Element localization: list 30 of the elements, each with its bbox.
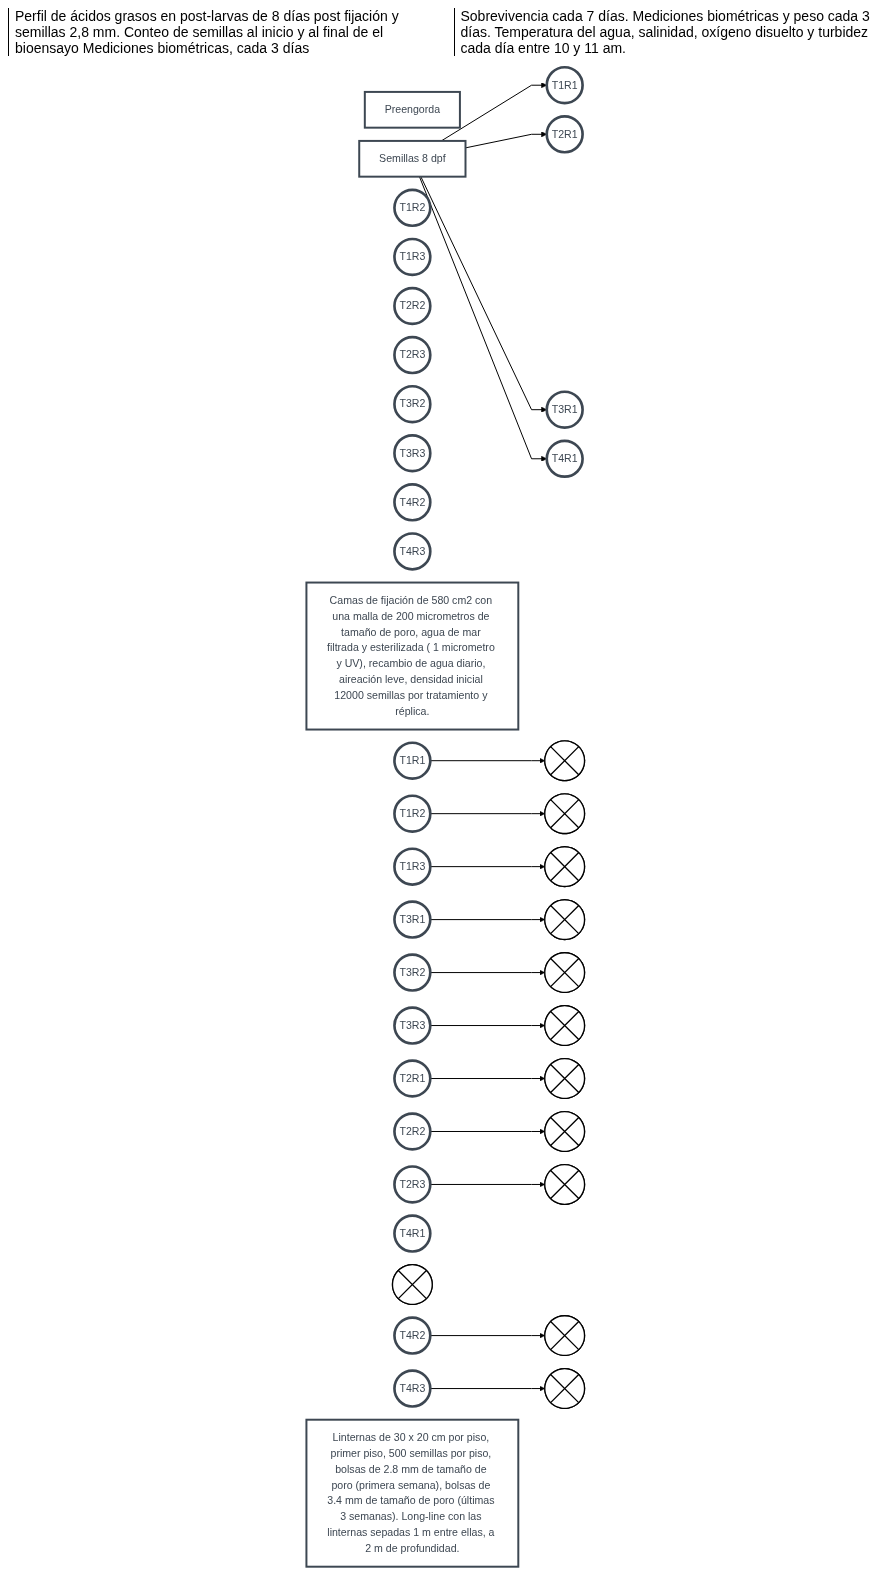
node-circle: T2R1 (393, 1059, 432, 1098)
node-circle: T3R3 (393, 434, 432, 473)
node-box: Camas de fijación de 580 cm2 con una malla de 200 micrometros de tamaño de poro, agua de mar filtrada y esterilizada ( 1 micrometro y UV), recambio de agua diario, aireación leve, densidad inicial 12000 semillas por tratamiento y réplica. (305, 581, 520, 731)
node-circle: T4R3 (393, 1369, 432, 1408)
node-circle: T4R1 (545, 439, 584, 478)
node-circle: T4R3 (393, 532, 432, 571)
node-box: Linternas de 30 x 20 cm por piso, primer piso, 500 semillas por piso, bolsas de 2.8 mm de tamaño de poro (primera semana), bolsas de 3.4 mm de tamaño de poro (últimas 3 semanas). Long-line con las linternas sepadas 1 m entre ellas, a 2 m de profundidad. (305, 1418, 520, 1568)
node-circle: T2R2 (393, 286, 432, 326)
node-circle: T2R2 (393, 1112, 432, 1151)
node-circle: T1R1 (545, 65, 584, 105)
node-circle: T1R2 (393, 794, 432, 833)
note-text: Perfil de ácidos grasos en post-larvas de 8 días post fijación y semillas 2,8 mm. Conteo de semillas al inicio y al final de el bioensayo Mediciones biométricas, cada 3 días (8, 8, 438, 56)
node-circle: T3R1 (545, 390, 584, 429)
node-circle: T4R2 (393, 483, 432, 522)
node-circle: T3R1 (393, 900, 432, 939)
node-box: Preengorda (363, 90, 461, 129)
node-circle: T1R2 (393, 188, 432, 228)
node-circle: T3R3 (393, 1006, 432, 1045)
node-circle: T1R3 (393, 237, 432, 277)
node-circle: T3R2 (393, 953, 432, 992)
node-box: Semillas 8 dpf (358, 139, 467, 178)
node-circle: T2R1 (545, 115, 584, 154)
node-circle: T4R2 (393, 1316, 432, 1355)
node-circle: T4R1 (393, 1214, 432, 1253)
node-circle: T3R2 (393, 384, 432, 424)
node-circle: T1R3 (393, 847, 432, 886)
node-circle: T2R3 (393, 335, 432, 375)
note-text: Sobrevivencia cada 7 días. Mediciones biométricas y peso cada 3 días. Temperatura del agua, salinidad, oxígeno disuelto y turbidez cada día entre 10 y 11 am. (453, 8, 883, 56)
node-circle: T1R1 (393, 741, 432, 780)
node-circle: T2R3 (393, 1165, 432, 1204)
